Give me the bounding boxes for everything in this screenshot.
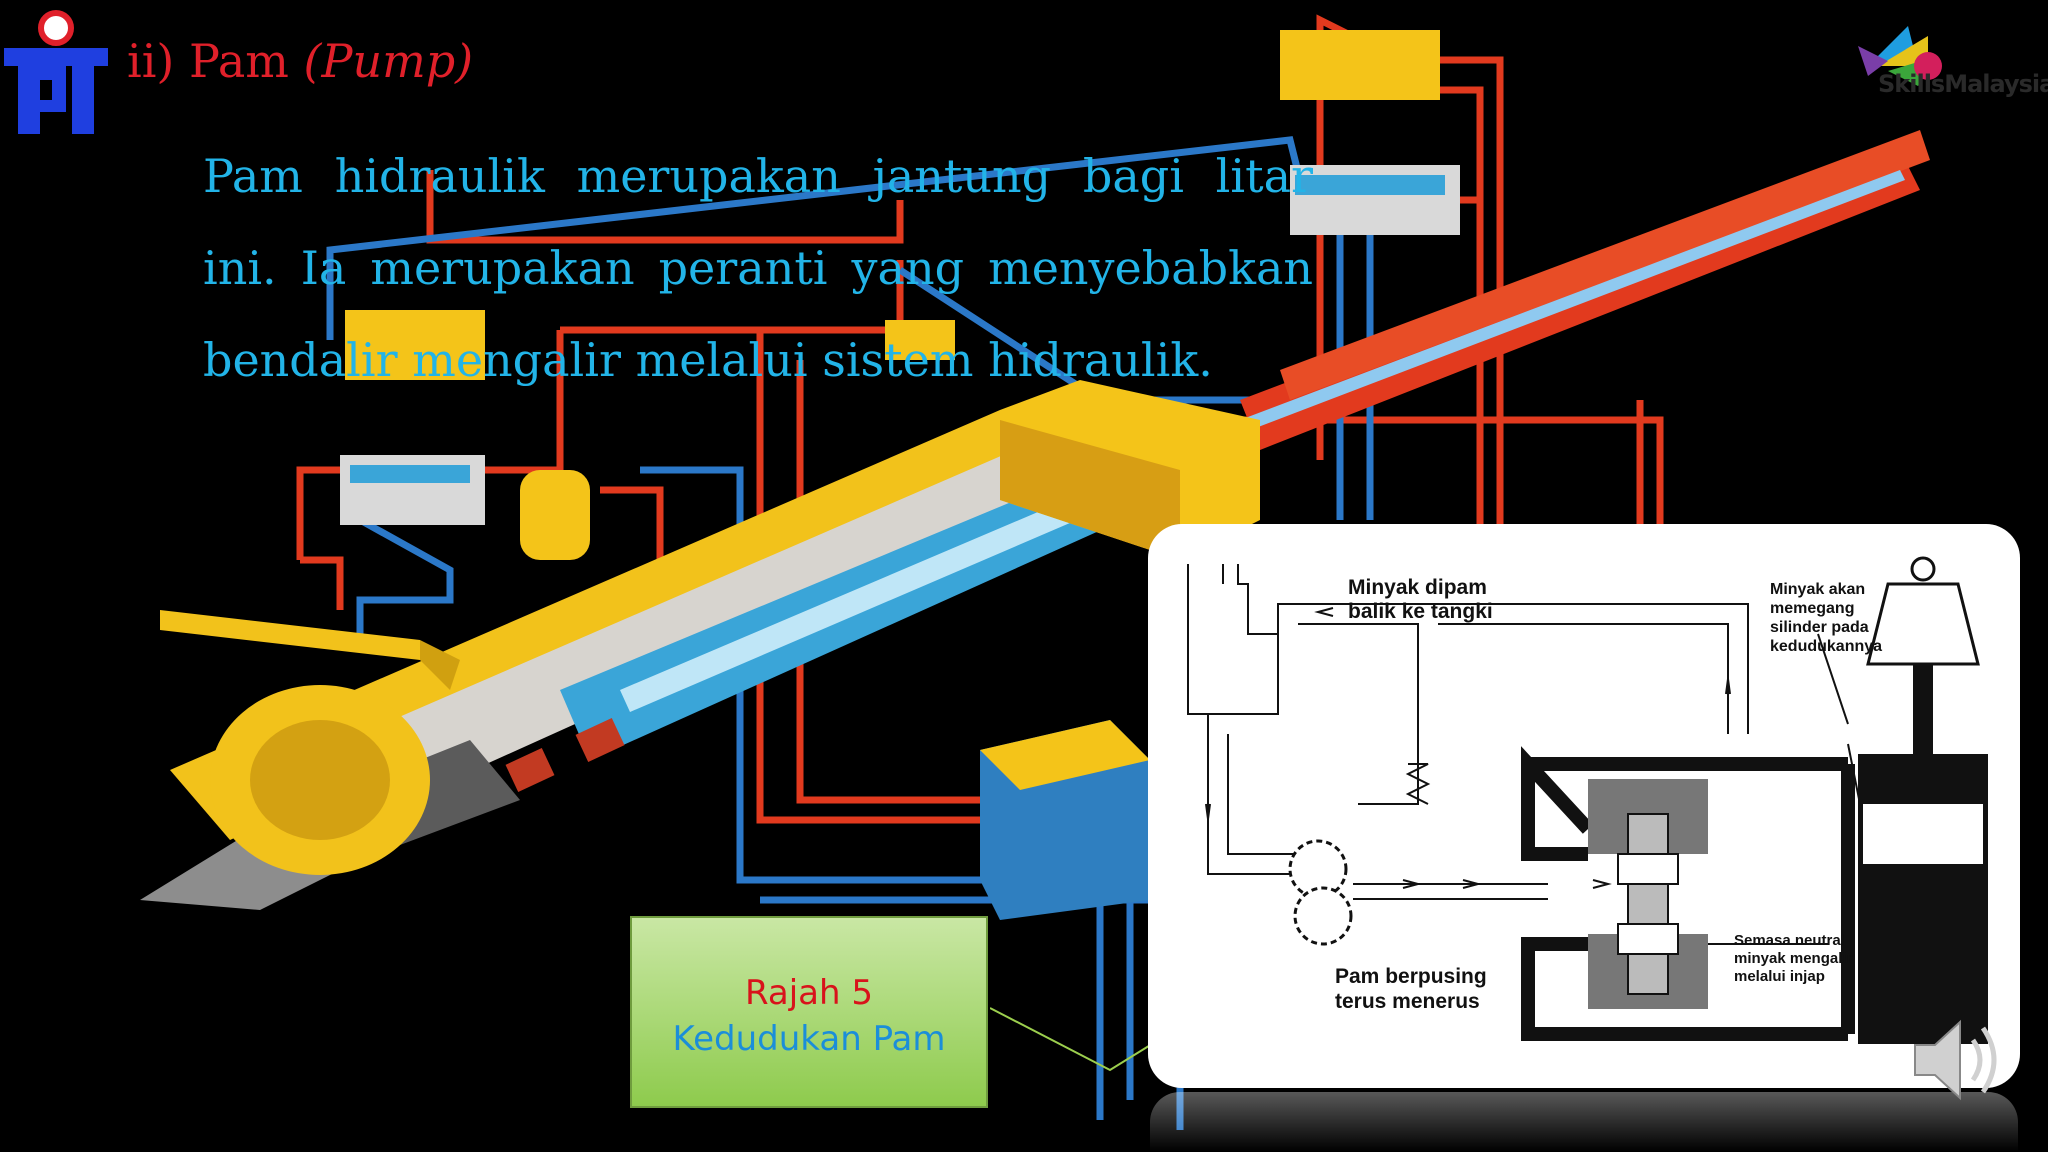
pt-logo-icon [4, 10, 108, 134]
label-oil-holds-cylinder: Minyak akan memegang silinder pada kedud… [1770, 581, 1883, 655]
pump-position-diagram: Minyak dipam balik ke tangki Minyak akan… [1148, 524, 2020, 1088]
figure-caption-box: Rajah 5 Kedudukan Pam [630, 916, 988, 1108]
speaker-icon[interactable] [1905, 1010, 2015, 1110]
label-oil-return-to-tank: Minyak dipam balik ke tangki [1348, 576, 1493, 623]
figure-caption-title: Rajah 5 [745, 973, 873, 1013]
slide-body-text: Pam hidraulik merupakan jantung bagi lit… [203, 149, 1313, 387]
inset-reflection [1150, 1092, 2018, 1152]
skillsmalaysia-logo-icon [1858, 26, 1942, 86]
skillsmalaysia-logo-text: SkillsMalaysia [1878, 70, 2048, 98]
label-pump-rotates: Pam berpusing terus menerus [1335, 965, 1487, 1013]
slide-title: ii) Pam (Pump) [127, 34, 474, 88]
label-neutral-flow: Semasa neutral minyak mengalir melalui i… [1734, 932, 1853, 985]
figure-caption-subtitle: Kedudukan Pam [672, 1019, 946, 1059]
